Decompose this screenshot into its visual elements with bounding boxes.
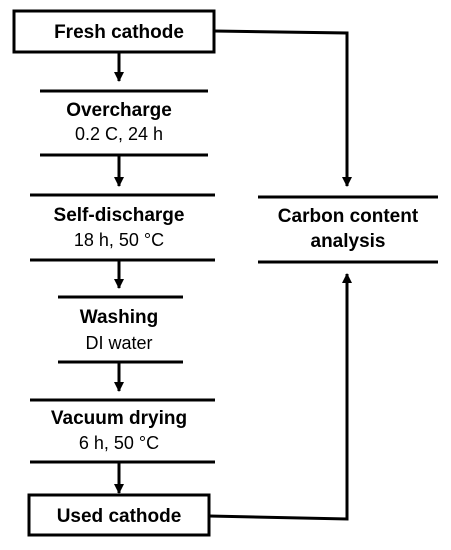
used-cathode-box xyxy=(27,493,211,537)
step-self-discharge-detail: 18 h, 50 °C xyxy=(74,230,164,250)
connector-fresh-to-analysis xyxy=(213,29,352,187)
fresh-cathode-box xyxy=(12,9,216,54)
step-washing: Washing DI water xyxy=(58,295,183,364)
used-cathode-label: Used cathode xyxy=(57,506,182,527)
step-washing-title: Washing xyxy=(80,307,158,328)
analysis-label-line2: analysis xyxy=(311,231,386,252)
step-overcharge-detail: 0.2 C, 24 h xyxy=(75,124,163,144)
step-washing-detail: DI water xyxy=(85,333,152,353)
step-overcharge: Overcharge 0.2 C, 24 h xyxy=(40,89,208,157)
fresh-cathode-label: Fresh cathode xyxy=(54,22,184,43)
analysis-node: Carbon content analysis xyxy=(258,195,438,264)
analysis-label-line1: Carbon content xyxy=(278,206,419,227)
step-overcharge-title: Overcharge xyxy=(66,100,172,121)
step-vacuum-drying-title: Vacuum drying xyxy=(51,408,187,429)
step-self-discharge: Self-discharge 18 h, 50 °C xyxy=(30,193,215,262)
fresh-cathode-node: Fresh cathode xyxy=(12,9,216,54)
connector-used-to-analysis xyxy=(208,273,352,521)
used-cathode-node: Used cathode xyxy=(27,493,211,537)
step-vacuum-drying: Vacuum drying 6 h, 50 °C xyxy=(30,398,215,464)
step-vacuum-drying-detail: 6 h, 50 °C xyxy=(79,433,159,453)
step-self-discharge-title: Self-discharge xyxy=(54,205,185,226)
